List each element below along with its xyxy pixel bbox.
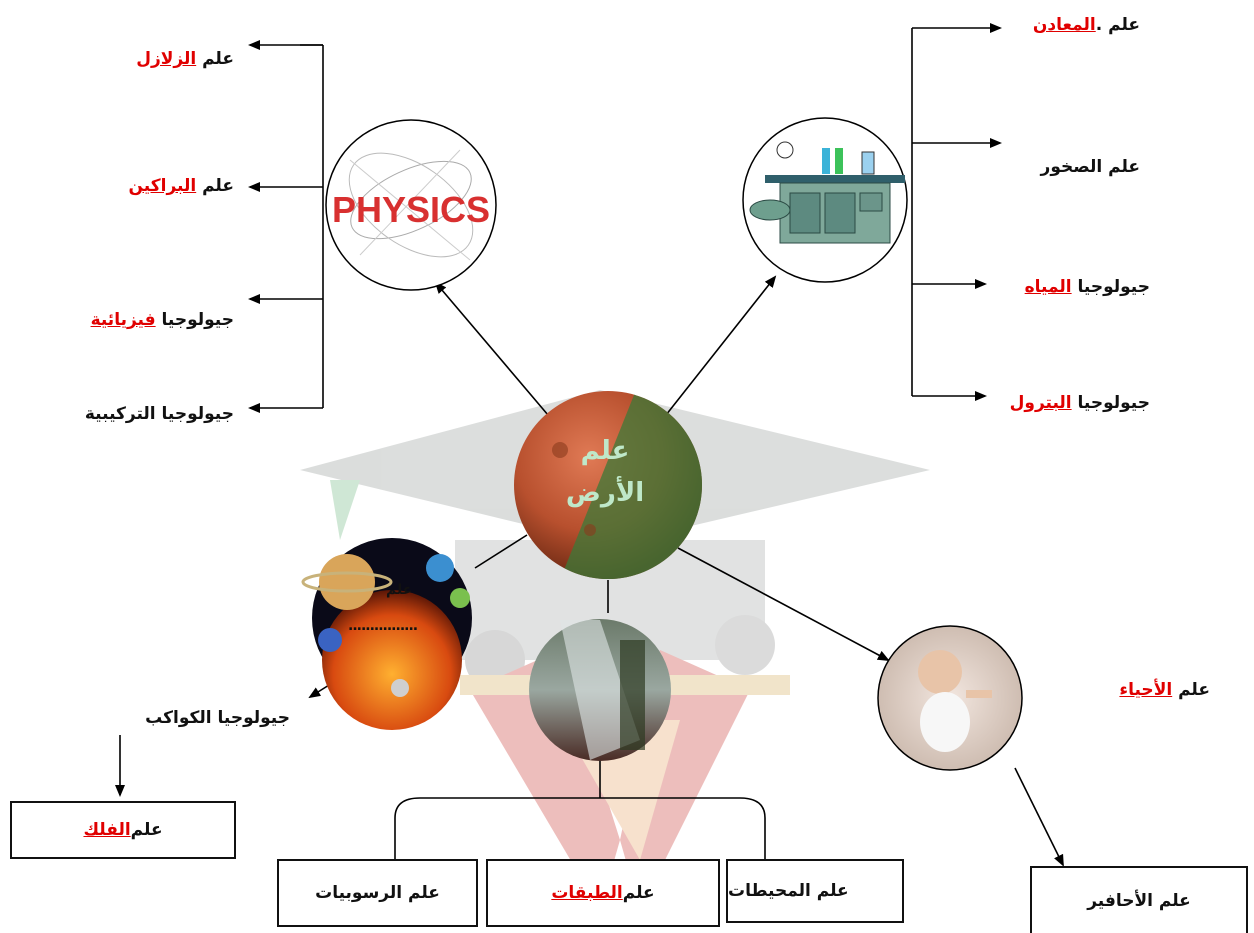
label-volcanology: علم البراكين bbox=[129, 176, 235, 196]
label-highlight: الطبقات bbox=[551, 883, 623, 903]
planets-overlay-label: علم bbox=[386, 582, 413, 598]
label-prefix: جيولوجيا bbox=[1071, 393, 1150, 413]
box-oceanography: علم المحيطات bbox=[726, 859, 904, 923]
label-prefix: جيولوجيا التركيبية bbox=[84, 404, 234, 424]
label-prefix: علم المحيطات bbox=[728, 881, 849, 901]
box-astronomy: علم الفلك bbox=[10, 801, 236, 859]
label-prefix: جيولوجيا الكواكب bbox=[145, 708, 290, 728]
physics-text: PHYSICS bbox=[332, 189, 490, 230]
label-highlight: البراكين bbox=[128, 176, 197, 196]
line-to-planets bbox=[474, 534, 528, 569]
arrow-to-baby bbox=[677, 547, 890, 661]
label-highlight: البترول bbox=[1009, 393, 1072, 413]
label-structural-geology: جيولوجيا التركيبية bbox=[85, 404, 234, 424]
left-bracket bbox=[248, 40, 324, 413]
box-sedimentology: علم الرسوبيات bbox=[277, 859, 478, 927]
center-title: علم الأرض bbox=[540, 430, 670, 514]
right-bracket bbox=[911, 23, 1002, 401]
physics-image: PHYSICS bbox=[325, 119, 497, 291]
label-prefix: علم الأحافير bbox=[1087, 890, 1191, 911]
label-prefix: علم bbox=[622, 883, 655, 903]
planets-dots: ................ bbox=[348, 618, 418, 634]
label-prefix: جيولوجيا bbox=[155, 310, 234, 330]
label-highlight: الفلك bbox=[83, 820, 131, 840]
forest-image bbox=[529, 619, 671, 761]
label-highlight: المياه bbox=[1024, 277, 1072, 297]
center-title-line1: علم bbox=[580, 436, 630, 466]
label-prefix: علم bbox=[130, 820, 163, 840]
label-mineralogy: علم .المعادن bbox=[1033, 15, 1140, 35]
label-prefix: علم الرسوبيات bbox=[315, 883, 440, 903]
label-prefix: علم الصخور bbox=[1040, 157, 1140, 177]
label-geophysics: جيولوجيا فيزيائية bbox=[91, 310, 234, 330]
label-highlight: المعادن bbox=[1032, 15, 1096, 35]
label-highlight: الزلازل bbox=[136, 49, 197, 69]
box-paleontology: علم الأحافير bbox=[1030, 866, 1248, 933]
label-hydrogeology: جيولوجيا المياه bbox=[1025, 277, 1150, 297]
label-prefix: علم bbox=[1172, 680, 1210, 700]
label-planetary-geology: جيولوجيا الكواكب bbox=[145, 708, 290, 728]
lab-image bbox=[742, 117, 908, 283]
arrow-to-lab bbox=[665, 275, 777, 416]
label-petroleum-geology: جيولوجيا البترول bbox=[1010, 393, 1150, 413]
label-petrology: علم الصخور bbox=[1041, 157, 1140, 177]
label-prefix: علم bbox=[196, 176, 234, 196]
label-prefix: علم bbox=[196, 49, 234, 69]
arrow-to-physics bbox=[434, 281, 549, 416]
label-highlight: الأحياء bbox=[1119, 680, 1173, 700]
label-highlight: فيزيائية bbox=[90, 310, 156, 330]
label-biology: علم الأحياء bbox=[1119, 680, 1210, 700]
bottom-bracket bbox=[394, 760, 766, 860]
earth-science-globe bbox=[514, 391, 702, 579]
label-seismology: علم الزلازل bbox=[136, 49, 234, 69]
baby-image bbox=[877, 625, 1023, 771]
center-title-line2: الأرض bbox=[565, 478, 645, 508]
box-stratigraphy: علم الطبقات bbox=[486, 859, 720, 927]
label-prefix: علم . bbox=[1095, 15, 1140, 35]
planets-image bbox=[301, 538, 472, 730]
label-prefix: جيولوجيا bbox=[1071, 277, 1150, 297]
